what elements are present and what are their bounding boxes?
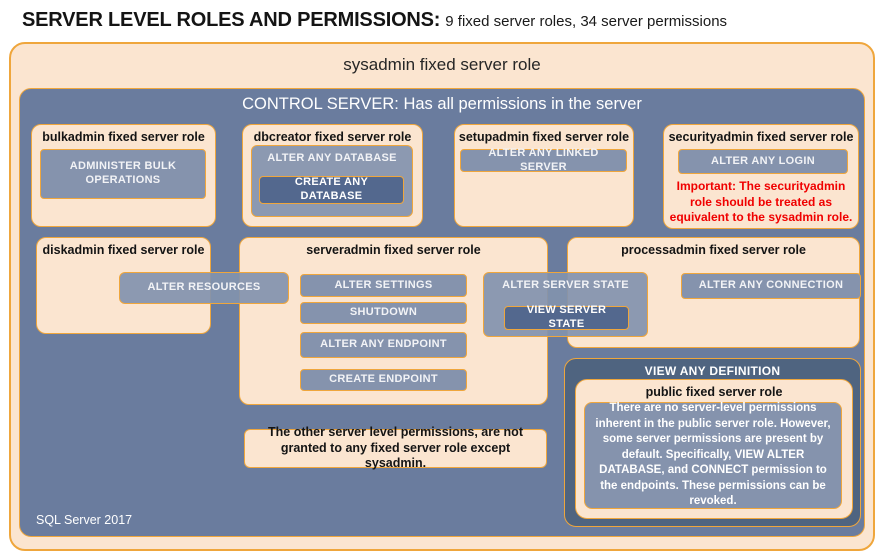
permission-alter-any-connection: ALTER ANY CONNECTION — [681, 273, 861, 299]
dbcreator-role-label: dbcreator fixed server role — [253, 130, 412, 144]
permission-alter-any-linked-server: ALTER ANY LINKED SERVER — [460, 147, 627, 173]
sysadmin-role-box: sysadmin fixed server role CONTROL SERVE… — [9, 42, 875, 551]
processadmin-role-label: processadmin fixed server role — [621, 243, 806, 257]
permission-create-any-database: CREATE ANY DATABASE — [259, 176, 404, 204]
permission-view-any-definition: VIEW ANY DEFINITION — [644, 364, 781, 378]
other-permissions-note: The other server level permissions, are … — [244, 425, 547, 470]
page-title-sub: 9 fixed server roles, 34 server permissi… — [445, 13, 728, 30]
permission-create-endpoint: CREATE ENDPOINT — [300, 369, 467, 391]
bulkadmin-role-label: bulkadmin fixed server role — [42, 130, 205, 144]
permission-view-server-state: VIEW SERVER STATE — [504, 304, 629, 330]
diskadmin-role-label: diskadmin fixed server role — [42, 243, 205, 257]
public-role-box: public fixed server role There are no se… — [575, 379, 853, 519]
sql-server-version-label: SQL Server 2017 — [36, 513, 133, 527]
securityadmin-role-label: securityadmin fixed server role — [668, 130, 854, 144]
permission-alter-server-state-group: ALTER SERVER STATE VIEW SERVER STATE — [483, 272, 648, 337]
control-server-box: CONTROL SERVER: Has all permissions in t… — [19, 88, 865, 537]
securityadmin-role-box: securityadmin fixed server role ALTER AN… — [663, 124, 859, 229]
sysadmin-role-label: sysadmin fixed server role — [343, 55, 541, 74]
control-server-label: CONTROL SERVER: Has all permissions in t… — [242, 95, 642, 113]
dbcreator-role-box: dbcreator fixed server role ALTER ANY DA… — [242, 124, 423, 227]
public-role-label: public fixed server role — [645, 385, 783, 399]
public-role-description: There are no server-level permissions in… — [584, 402, 842, 509]
setupadmin-role-box: setupadmin fixed server role ALTER ANY L… — [454, 124, 634, 227]
permission-alter-any-login: ALTER ANY LOGIN — [678, 149, 848, 174]
permission-alter-resources: ALTER RESOURCES — [119, 272, 289, 304]
page-title-main: SERVER LEVEL ROLES AND PERMISSIONS: — [22, 9, 441, 31]
permission-shutdown: SHUTDOWN — [300, 302, 467, 324]
securityadmin-warning-text: Important: The securityadmin role should… — [669, 179, 853, 225]
permission-administer-bulk-operations: ADMINISTER BULK OPERATIONS — [40, 149, 206, 199]
permission-alter-any-endpoint: ALTER ANY ENDPOINT — [300, 332, 467, 358]
permission-alter-settings: ALTER SETTINGS — [300, 274, 467, 297]
setupadmin-role-label: setupadmin fixed server role — [458, 130, 630, 144]
view-any-definition-box: VIEW ANY DEFINITION public fixed server … — [564, 358, 861, 527]
permission-alter-any-database: ALTER ANY DATABASE — [267, 152, 397, 164]
bulkadmin-role-box: bulkadmin fixed server role ADMINISTER B… — [31, 124, 216, 227]
permission-alter-any-database-group: ALTER ANY DATABASE CREATE ANY DATABASE — [251, 145, 413, 217]
permission-alter-server-state: ALTER SERVER STATE — [502, 279, 629, 291]
page-title: SERVER LEVEL ROLES AND PERMISSIONS:9 fix… — [22, 9, 727, 32]
serveradmin-role-label: serveradmin fixed server role — [306, 243, 481, 257]
